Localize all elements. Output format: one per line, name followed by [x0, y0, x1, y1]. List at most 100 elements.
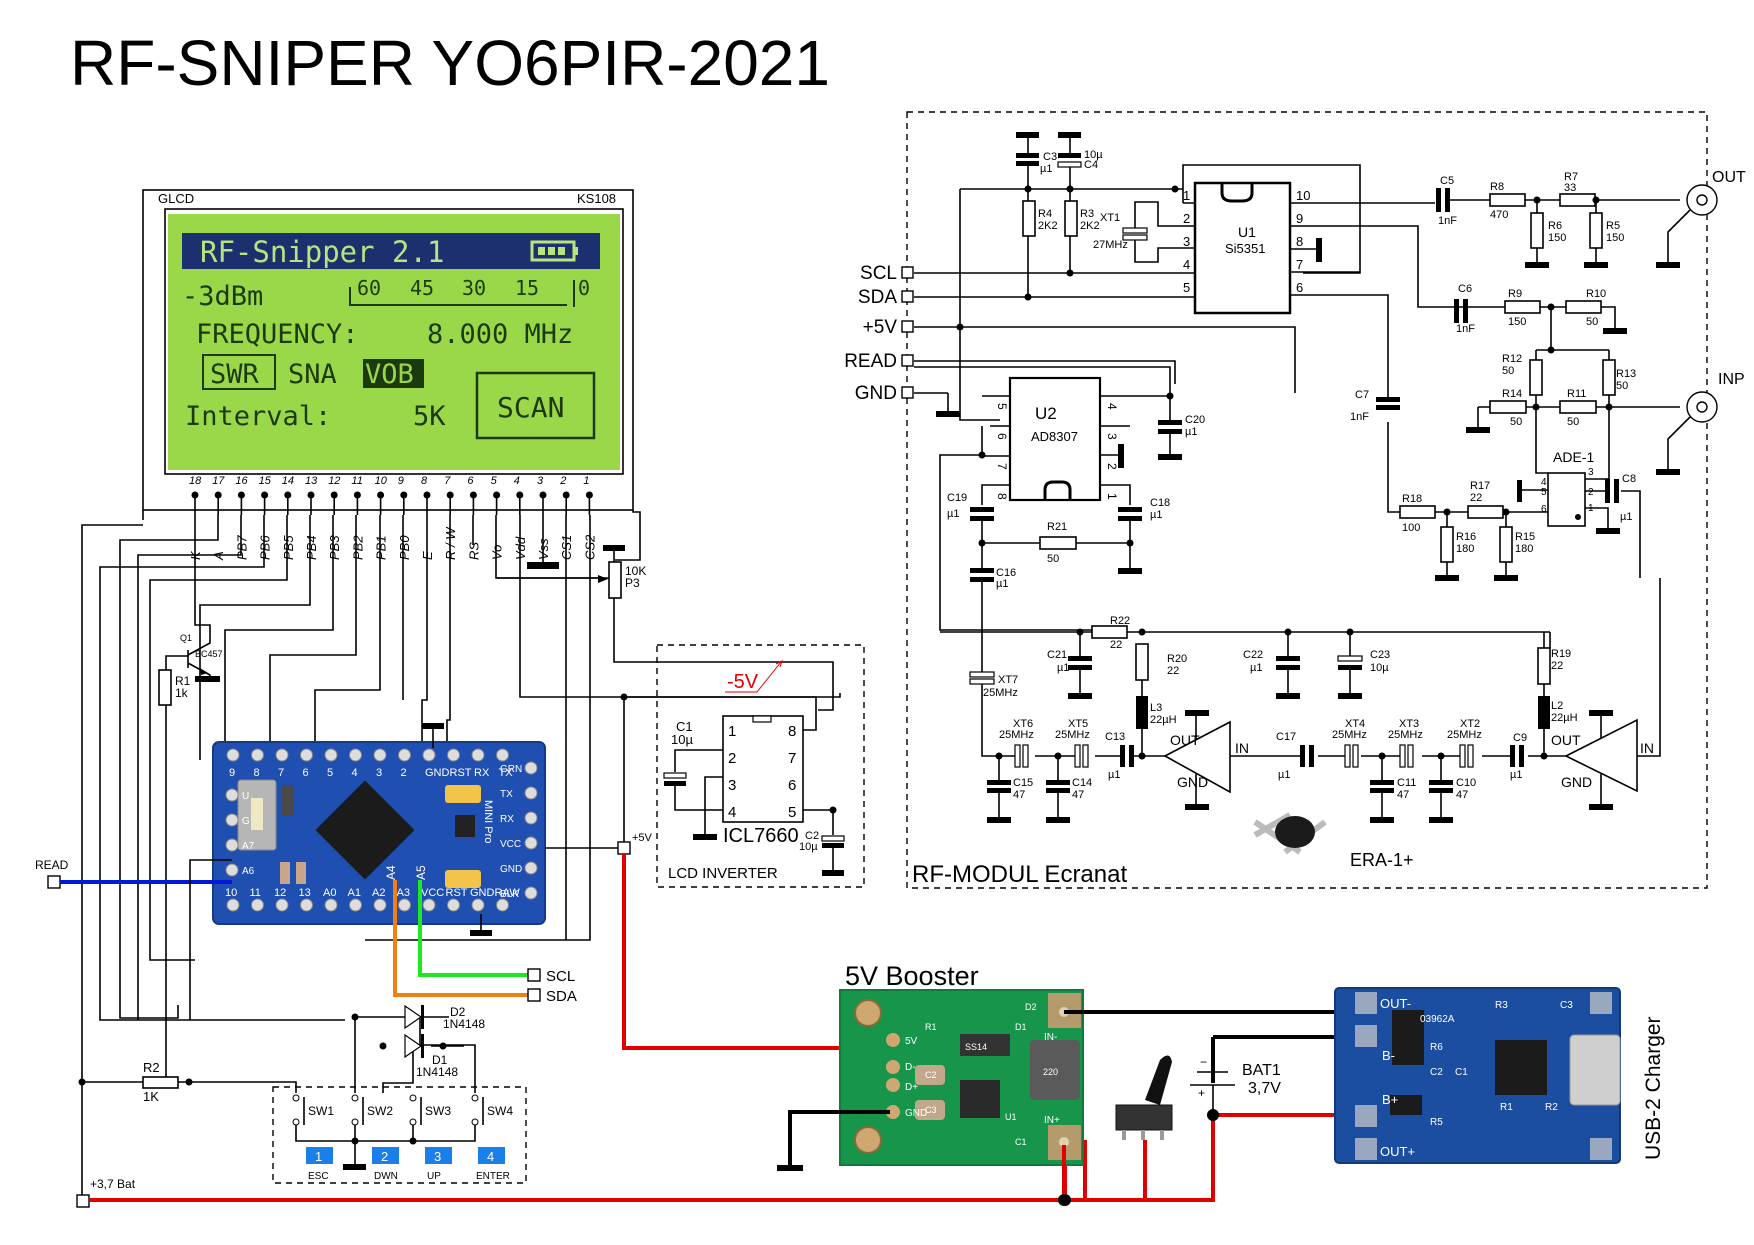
arduino-pin-label: 10	[225, 887, 237, 899]
arduino-pin-label: 5	[327, 767, 333, 779]
arduino-pad	[422, 748, 436, 762]
charger-part-label: R2	[1545, 1102, 1558, 1113]
scl-terminal[interactable]	[527, 968, 541, 982]
ground-symbol	[777, 1165, 803, 1171]
glcd-pin-number: 5	[491, 475, 498, 487]
u1-pin-number: 10	[1296, 188, 1310, 203]
component-ref-r21: R21	[1047, 521, 1067, 533]
charger-title: USB-2 Charger	[1642, 1016, 1665, 1160]
arduino-pin-label: A1	[348, 887, 361, 899]
arduino-pad	[524, 886, 538, 900]
lcd-scan-button[interactable]: SCAN	[497, 391, 564, 424]
component-ref-c19: C19	[947, 492, 967, 504]
glcd-pin-label: PB5	[281, 535, 296, 560]
arduino-pin-label: U	[242, 791, 249, 802]
switch-name: SW3	[425, 1104, 451, 1118]
key-label: ESC	[308, 1171, 329, 1182]
bat-terminal[interactable]	[76, 1194, 90, 1208]
glcd-pin-number: 16	[235, 475, 248, 487]
arduino-pad	[349, 748, 362, 762]
booster-board	[839, 989, 1084, 1166]
ade1-pin-number: 1	[1588, 503, 1594, 514]
component-value-r17: 22	[1470, 492, 1482, 504]
component-ref-c23: C23	[1370, 649, 1390, 661]
arduino-pad	[300, 898, 313, 912]
lcd-mode-vob[interactable]: VOB	[365, 359, 414, 390]
arduino-pin-label: BLK	[500, 889, 519, 900]
pin-number: 8	[788, 723, 796, 740]
glcd-pin-label: PB7	[234, 535, 249, 560]
arduino-pad	[225, 813, 239, 827]
rf-port-terminal[interactable]	[901, 386, 914, 399]
lcd-mode-swr[interactable]: SWR	[210, 359, 260, 390]
arduino-pin-a4: A4	[384, 865, 398, 880]
component-value-c18: µ1	[1150, 509, 1162, 521]
glcd-pin-number: 13	[305, 475, 318, 487]
lcd-scan-frame	[475, 371, 596, 440]
booster-title: 5V Booster	[845, 961, 979, 991]
read-terminal[interactable]	[47, 875, 61, 889]
charger-pad-label: B-	[1382, 1048, 1395, 1063]
era1-label: ERA-1+	[1350, 850, 1414, 870]
u2-pin-number: 4	[1105, 403, 1119, 410]
component-value-c14: 47	[1072, 789, 1084, 801]
arduino-pad	[398, 748, 411, 762]
component-value-r10: 50	[1586, 316, 1598, 328]
rf-port-terminal[interactable]	[901, 320, 914, 333]
booster-part-label: C3	[925, 1105, 937, 1115]
key-button-dwn[interactable]	[372, 1147, 399, 1164]
pin-number: 3	[728, 777, 736, 794]
component-value-c13: µ1	[1108, 769, 1120, 781]
component-ref-r3: R3	[1080, 208, 1094, 220]
key-button-up[interactable]	[425, 1147, 452, 1164]
charger-part-label: C1	[1455, 1067, 1468, 1078]
arduino-pad	[471, 748, 485, 762]
q1-label: Q1	[180, 633, 192, 643]
charger-part-label: R5	[1430, 1117, 1443, 1128]
ground-symbol	[195, 676, 220, 682]
arduino-pad	[225, 863, 239, 877]
key-button-enter[interactable]	[478, 1147, 505, 1164]
glcd-pin-number: 10	[375, 475, 388, 487]
lcd-mode-sna[interactable]: SNA	[288, 359, 337, 390]
component-ref-r6: R6	[1548, 220, 1562, 232]
ade1-pin-number: 4	[1541, 477, 1547, 488]
component-ref-c7: C7	[1355, 389, 1369, 401]
component-ref-c3: C3	[1043, 151, 1057, 163]
u1-pin-number: 2	[1183, 211, 1190, 226]
component-ref-r22: R22	[1110, 615, 1130, 627]
component-ref-r7: R7	[1564, 171, 1578, 183]
arduino-pad	[524, 761, 538, 775]
arduino-board-label: MINI Pro	[482, 800, 494, 843]
switch-contact	[409, 1094, 417, 1102]
arduino-pad	[275, 748, 289, 762]
arduino-pin-label: 13	[299, 887, 311, 899]
booster-gnd-wire	[788, 1110, 890, 1165]
ade1-pin-number: 5	[1541, 487, 1547, 498]
u1-pin-number: 6	[1296, 280, 1303, 295]
glcd-pin-number: 11	[351, 475, 362, 487]
component-ref-c21: C21	[1047, 649, 1067, 661]
arduino-pin-label: 7	[278, 767, 284, 779]
rf-port-terminal[interactable]	[901, 266, 914, 279]
plus5v-terminal[interactable]	[617, 841, 631, 855]
switch-name: SW4	[487, 1104, 513, 1118]
power-switch[interactable]	[1115, 1055, 1173, 1140]
amp-a-gnd-label: GND	[1177, 774, 1208, 790]
rf-module-box	[906, 111, 1708, 889]
booster-part-label: 220	[1043, 1067, 1058, 1077]
component-ref-r8: R8	[1490, 181, 1504, 193]
component-ref-c22: C22	[1243, 649, 1263, 661]
switch-contact	[471, 1094, 479, 1102]
key-button-esc[interactable]	[306, 1147, 333, 1164]
arduino-pad	[251, 748, 264, 762]
rf-port-terminal[interactable]	[901, 354, 914, 367]
arduino-pin-label: 9	[229, 767, 235, 779]
component-value-r9: 150	[1508, 316, 1526, 328]
rf-port-label: GND	[855, 383, 897, 404]
rf-port-terminal[interactable]	[901, 290, 914, 303]
component-ref-xt4: XT4	[1345, 718, 1365, 730]
sda-terminal[interactable]	[527, 988, 541, 1002]
arduino-pad	[300, 748, 313, 762]
